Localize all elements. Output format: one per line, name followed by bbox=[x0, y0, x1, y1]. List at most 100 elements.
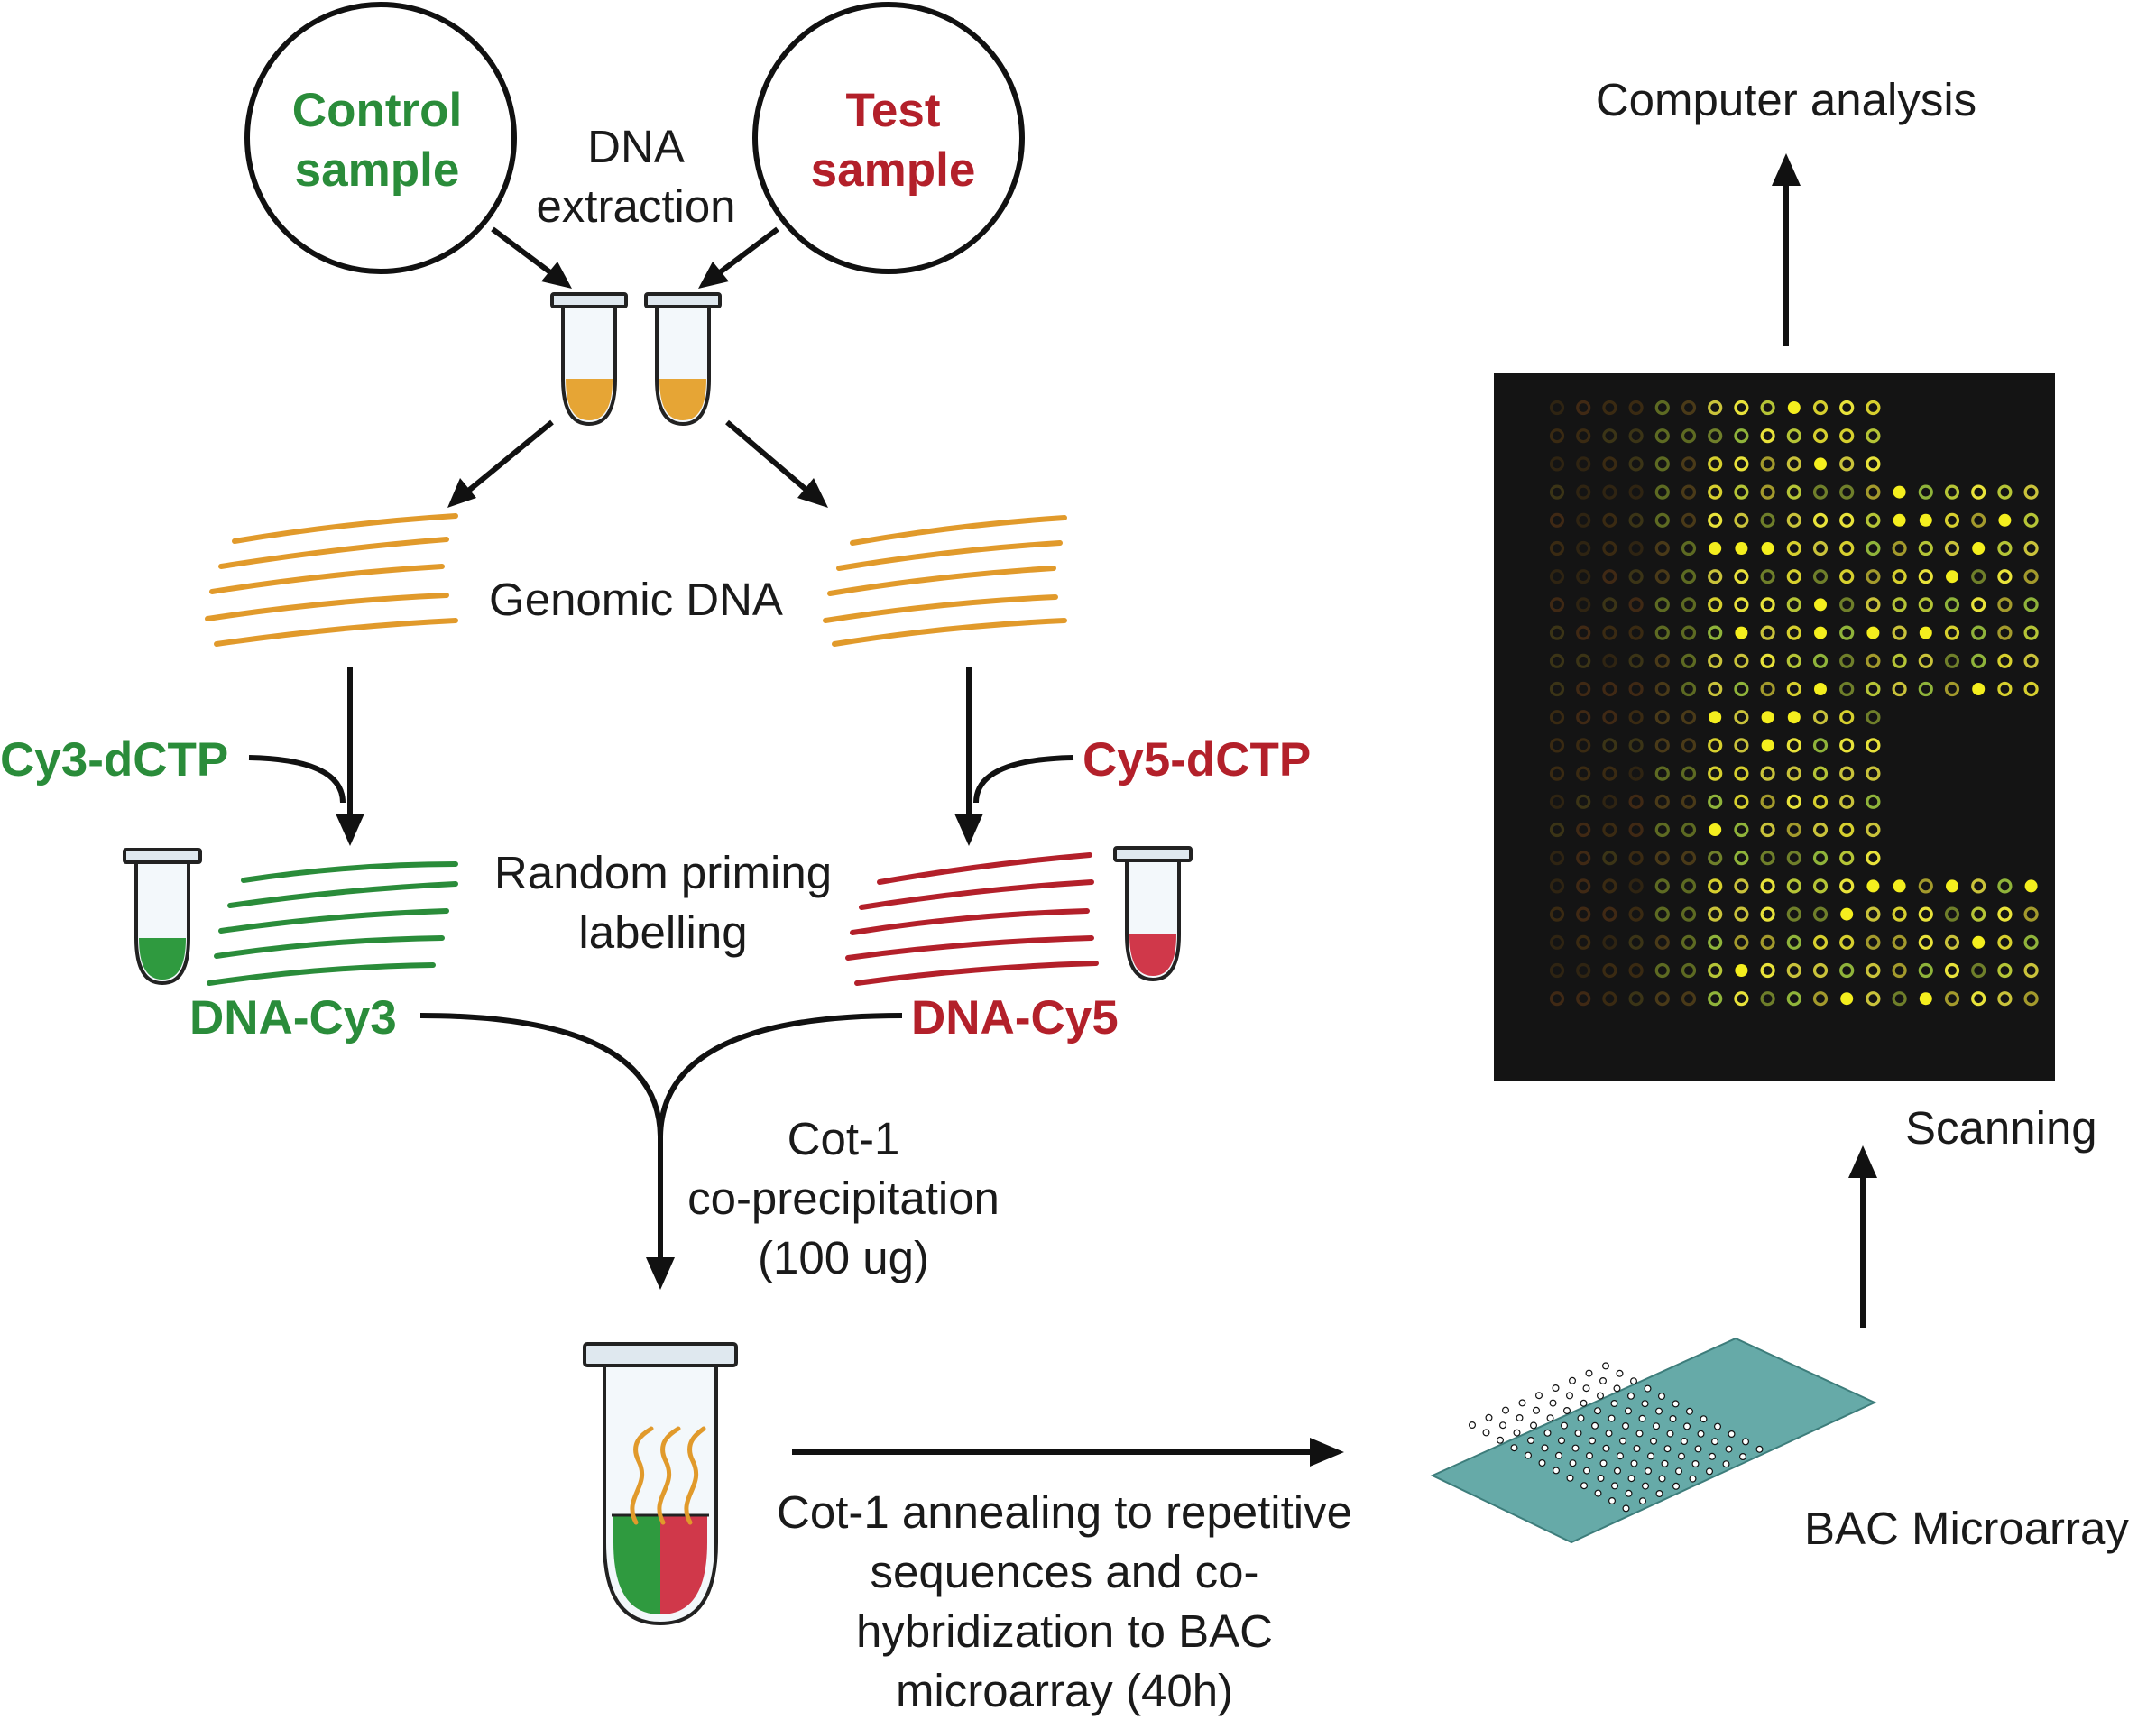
slide-spot bbox=[1549, 1399, 1557, 1407]
array-spot bbox=[1839, 794, 1855, 809]
array-spot bbox=[1734, 597, 1749, 612]
array-spot bbox=[1734, 710, 1749, 725]
array-spot bbox=[1654, 512, 1670, 528]
array-spot bbox=[1576, 653, 1591, 668]
slide-spot bbox=[1622, 1504, 1630, 1513]
scanned-array-image bbox=[1494, 373, 2055, 1081]
control-genomic-dna-strands bbox=[205, 513, 458, 647]
array-spot bbox=[1628, 738, 1644, 753]
array-spot bbox=[1654, 597, 1670, 612]
slide-spot bbox=[1608, 1496, 1616, 1504]
slide-spot bbox=[1485, 1413, 1493, 1421]
test-genomic-dna-strands bbox=[823, 515, 1067, 647]
array-spot bbox=[1814, 598, 1827, 612]
array-spot bbox=[1628, 991, 1644, 1007]
array-spot bbox=[1918, 653, 1933, 668]
array-spot bbox=[1735, 964, 1748, 977]
array-spot bbox=[1628, 681, 1644, 697]
array-spot bbox=[1918, 597, 1933, 612]
array-spot bbox=[1576, 512, 1591, 528]
array-spot bbox=[1734, 738, 1749, 753]
array-spot bbox=[1866, 991, 1881, 1007]
array-spot bbox=[1576, 569, 1591, 584]
array-spot bbox=[1628, 484, 1644, 500]
slide-spot bbox=[1708, 1452, 1716, 1460]
array-spot bbox=[1760, 878, 1775, 894]
slide-spot bbox=[1672, 1400, 1680, 1408]
array-spot bbox=[1812, 484, 1829, 500]
slide-spot bbox=[1649, 1437, 1657, 1445]
array-spot bbox=[1812, 934, 1829, 950]
array-spot bbox=[1576, 851, 1591, 866]
array-spot bbox=[1760, 962, 1775, 979]
array-spot bbox=[1944, 934, 1960, 950]
cy3-labelling-arrow bbox=[248, 667, 364, 846]
array-spot bbox=[1971, 878, 1986, 894]
array-spot bbox=[1576, 540, 1591, 556]
slide-spot bbox=[1728, 1430, 1736, 1438]
array-spot bbox=[1734, 428, 1749, 444]
array-spot bbox=[1760, 766, 1775, 781]
array-spot bbox=[1866, 569, 1881, 584]
array-spot bbox=[1918, 934, 1933, 950]
array-spot bbox=[1760, 906, 1775, 922]
array-spot bbox=[1893, 513, 1906, 527]
slide-spot bbox=[1599, 1459, 1608, 1467]
array-spot bbox=[1681, 400, 1697, 416]
array-spot bbox=[1602, 597, 1617, 612]
array-spot bbox=[1681, 484, 1697, 500]
slide-spot bbox=[1582, 1467, 1590, 1475]
array-spot bbox=[1654, 428, 1670, 444]
array-spot bbox=[1997, 934, 2013, 950]
array-spot bbox=[1602, 710, 1617, 725]
array-spot bbox=[1866, 653, 1881, 668]
array-spot bbox=[1866, 428, 1881, 444]
array-spot bbox=[1839, 962, 1855, 979]
slide-spot bbox=[1669, 1414, 1677, 1422]
slide-spot bbox=[1608, 1414, 1616, 1422]
array-spot bbox=[1761, 739, 1774, 752]
array-spot bbox=[1892, 540, 1907, 556]
array-spot bbox=[1944, 625, 1960, 640]
array-spot bbox=[2023, 597, 2039, 612]
slide-spot bbox=[1738, 1452, 1746, 1460]
array-spot bbox=[1654, 962, 1670, 979]
array-spot bbox=[1708, 766, 1723, 781]
slide-spot bbox=[1560, 1421, 1568, 1430]
array-spot bbox=[1628, 710, 1644, 725]
array-spot bbox=[1839, 428, 1855, 444]
cot1-label-1: Cot-1 bbox=[788, 1113, 900, 1164]
array-spot bbox=[1681, 906, 1697, 922]
merge-arrow bbox=[419, 1013, 903, 1290]
array-spot bbox=[1708, 851, 1723, 866]
array-spot bbox=[1734, 512, 1749, 528]
array-spot bbox=[1866, 822, 1881, 838]
array-spot bbox=[1971, 625, 1986, 640]
array-spot bbox=[1654, 878, 1670, 894]
array-spot bbox=[1812, 991, 1829, 1007]
array-spot bbox=[1628, 512, 1644, 528]
array-spot bbox=[1839, 934, 1855, 950]
array-spot bbox=[1708, 597, 1723, 612]
slide-spot bbox=[1677, 1452, 1685, 1460]
slide-spot bbox=[1644, 1384, 1652, 1393]
array-spot bbox=[1576, 962, 1591, 979]
array-spot bbox=[1681, 794, 1697, 809]
array-spot bbox=[1549, 540, 1565, 556]
slide-spot bbox=[1610, 1482, 1618, 1490]
array-spot bbox=[1997, 878, 2013, 894]
test-sample-label-1: Test bbox=[845, 84, 940, 137]
array-spot bbox=[1654, 653, 1670, 668]
array-spot bbox=[1918, 484, 1933, 500]
slide-spot bbox=[1596, 1392, 1604, 1400]
slide-spot bbox=[1682, 1422, 1691, 1430]
test-extraction-tube bbox=[644, 292, 722, 427]
array-spot bbox=[1576, 456, 1591, 472]
array-spot bbox=[1708, 456, 1723, 472]
array-spot bbox=[1866, 400, 1881, 416]
slide-spot bbox=[1633, 1444, 1641, 1452]
array-spot bbox=[1628, 794, 1644, 809]
array-spot bbox=[1814, 683, 1827, 695]
slide-spot bbox=[1516, 1413, 1524, 1421]
dna-cy3-label: DNA-Cy3 bbox=[189, 991, 397, 1044]
